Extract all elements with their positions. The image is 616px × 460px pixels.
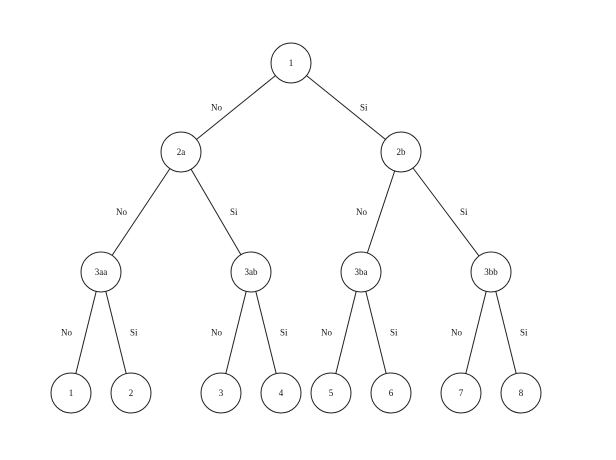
edge-label-n1-n2a: No (211, 103, 222, 113)
edge-label-n3bb-l8: Si (520, 328, 528, 338)
edge-n1-n2b (306, 75, 386, 140)
node-label: 6 (389, 388, 394, 398)
node-circle (340, 251, 382, 293)
node-circle (80, 251, 122, 293)
node-label: 2a (177, 147, 186, 157)
edge-n3ab-l4 (255, 291, 277, 374)
tree-node-l4: 4 (260, 372, 302, 414)
node-label: 3 (219, 388, 224, 398)
tree-node-n3bb: 3bb (470, 251, 512, 293)
tree-node-l8: 8 (500, 372, 542, 414)
node-label: 3aa (95, 267, 108, 277)
node-circle (380, 131, 422, 173)
node-circle (370, 372, 412, 414)
node-label: 8 (519, 388, 524, 398)
tree-node-l6: 6 (370, 372, 412, 414)
node-label: 2b (397, 147, 407, 157)
edge-n3bb-l8 (495, 291, 517, 374)
node-label: 5 (329, 388, 334, 398)
edge-n3ab-l3 (225, 291, 247, 374)
tree-node-l7: 7 (440, 372, 482, 414)
node-label: 3bb (484, 267, 498, 277)
tree-node-l2: 2 (110, 372, 152, 414)
node-circle (260, 372, 302, 414)
node-label: 3ab (245, 267, 258, 277)
tree-node-l1: 1 (50, 372, 92, 414)
nodes-layer: 1 2a 2b 3aa 3ab 3ba 3bb 1 2 3 4 5 6 7 8 (50, 42, 542, 414)
edge-label-n3bb-l7: No (451, 328, 462, 338)
node-circle (500, 372, 542, 414)
tree-node-n3aa: 3aa (80, 251, 122, 293)
node-circle (270, 42, 312, 84)
edge-n3bb-l7 (465, 291, 487, 374)
edge-label-n3ab-l3: No (211, 328, 222, 338)
edge-n2a-n3aa (111, 168, 171, 256)
node-circle (470, 251, 512, 293)
edge-n1-n2a (196, 75, 276, 140)
node-circle (200, 372, 242, 414)
node-label: 1 (69, 388, 74, 398)
node-label: 4 (279, 388, 284, 398)
node-label: 1 (289, 58, 294, 68)
tree-node-n2a: 2a (160, 131, 202, 173)
edge-n3aa-l1 (75, 291, 97, 374)
edge-n3ba-l5 (335, 291, 357, 374)
edges-layer (75, 75, 517, 374)
edge-n2b-n3ba (366, 170, 396, 254)
tree-node-l3: 3 (200, 372, 242, 414)
edge-label-n2b-n3ba: No (356, 207, 367, 217)
edge-label-n3aa-l1: No (61, 328, 72, 338)
edge-label-n3ab-l4: Si (280, 328, 288, 338)
edge-label-n3ba-l6: Si (390, 328, 398, 338)
node-circle (110, 372, 152, 414)
edge-label-n1-n2b: Si (360, 103, 368, 113)
edge-label-n3aa-l2: Si (130, 328, 138, 338)
node-circle (160, 131, 202, 173)
tree-node-n2b: 2b (380, 131, 422, 173)
node-label: 3ba (355, 267, 368, 277)
tree-node-n3ab: 3ab (230, 251, 272, 293)
node-circle (50, 372, 92, 414)
tree-node-n3ba: 3ba (340, 251, 382, 293)
node-label: 7 (459, 388, 464, 398)
tree-node-l5: 5 (310, 372, 352, 414)
edge-label-n2a-n3aa: No (116, 207, 127, 217)
edge-label-n3ba-l5: No (321, 328, 332, 338)
edge-n2a-n3ab (190, 169, 242, 255)
node-circle (230, 251, 272, 293)
edge-n2b-n3bb (412, 167, 480, 257)
edge-label-n2b-n3bb: Si (460, 207, 468, 217)
tree-node-n1: 1 (270, 42, 312, 84)
edge-n3aa-l2 (105, 291, 127, 374)
edge-label-n2a-n3ab: Si (230, 207, 238, 217)
node-circle (310, 372, 352, 414)
node-circle (440, 372, 482, 414)
node-label: 2 (129, 388, 134, 398)
edge-n3ba-l6 (365, 291, 387, 374)
